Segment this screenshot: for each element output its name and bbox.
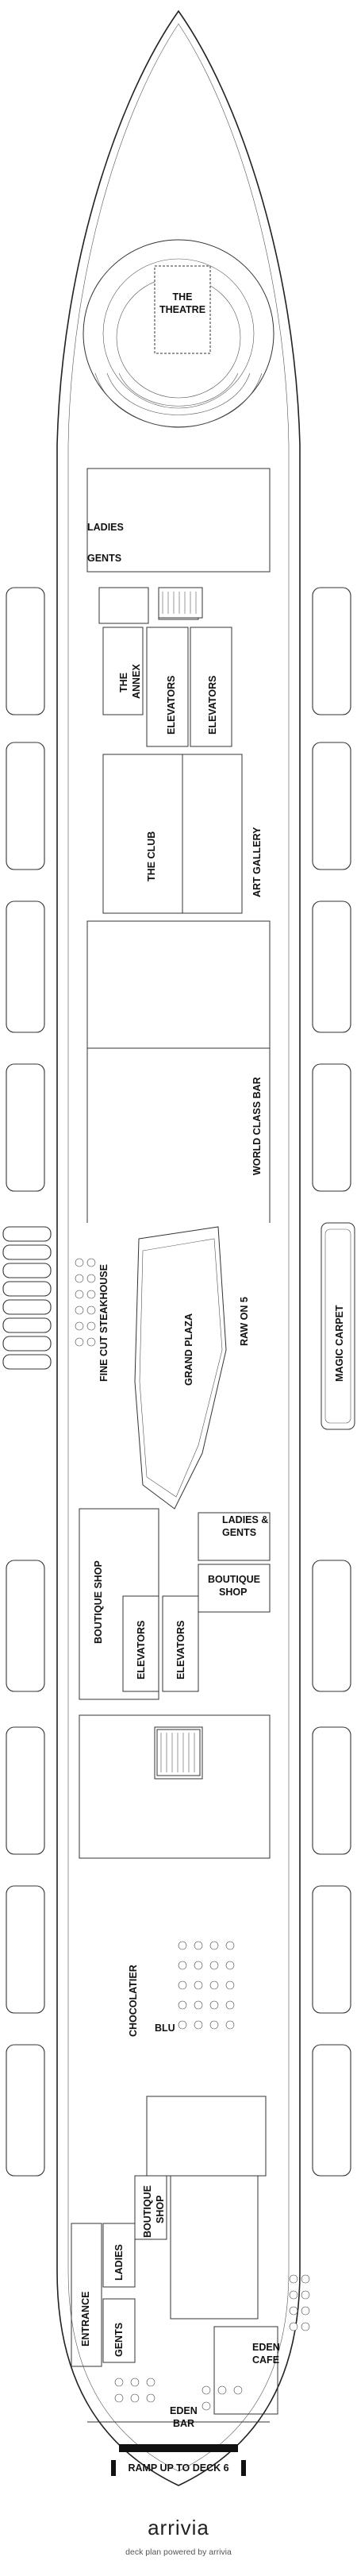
label-eden-bar-1: EDEN [170, 2405, 198, 2416]
theatre-area[interactable] [83, 239, 274, 428]
label-ramp: RAMP UP TO DECK 6 [128, 2462, 228, 2474]
label-the-annex-2: ANNEX [131, 664, 142, 699]
label-raw-on-5: RAW ON 5 [239, 1297, 250, 1346]
lifeboats-port [6, 587, 45, 2177]
label-magic-carpet[interactable]: MAGIC CARPET [334, 1305, 345, 1382]
seating-eden-cafe [289, 2274, 310, 2331]
ramp-marker [119, 2444, 238, 2452]
label-the-theatre-2: THEATRE [159, 304, 205, 315]
label-elevators-mid-2: ELEVATORS [175, 1621, 186, 1679]
label-fine-cut-steakhouse: FINE CUT STEAKHOUSE [98, 1264, 109, 1382]
seating-fine-cut [75, 1258, 96, 1347]
label-ladies-aft: LADIES [113, 2244, 125, 2281]
label-the-annex-1: THE [118, 673, 129, 692]
label-gents-fwd: GENTS [87, 553, 121, 564]
label-blu: BLU [155, 2023, 175, 2034]
aft-structure [71, 2096, 278, 2423]
label-boutique-shop-mid-2b: SHOP [219, 1587, 247, 1598]
seating-blu [178, 1941, 235, 2030]
label-elevators-fwd-1: ELEVATORS [166, 676, 177, 735]
inner-hull-line [67, 23, 290, 2472]
label-boutique-shop-aft-1: BOUTIQUE [142, 2185, 153, 2238]
label-eden-bar-2: BAR [173, 2418, 194, 2429]
stairs-mid [156, 1729, 201, 1776]
label-grand-plaza: GRAND PLAZA [183, 1313, 194, 1386]
seating-eden-aft [114, 2377, 243, 2411]
label-gents-aft: GENTS [113, 2323, 125, 2357]
label-boutique-shop-mid-2a: BOUTIQUE [208, 1574, 260, 1585]
label-chocolatier: CHOCOLATIER [128, 1965, 139, 2037]
label-art-gallery: ART GALLERY [251, 827, 263, 897]
label-ladies-gents-mid-1: LADIES & [222, 1514, 268, 1525]
label-ladies-fwd: LADIES [87, 522, 124, 533]
brand-tagline: deck plan powered by arrivia [125, 2547, 232, 2557]
grand-plaza-area[interactable] [134, 1226, 227, 1510]
label-world-class-bar: WORLD CLASS BAR [251, 1077, 263, 1175]
footer: arrivia deck plan powered by arrivia [0, 2516, 357, 2571]
label-entrance: ENTRANCE [80, 2292, 91, 2347]
brand-logo: arrivia [148, 2516, 209, 2539]
label-elevators-mid-1: ELEVATORS [136, 1621, 147, 1679]
deck-plan-map: THE THEATRE LADIES GENTS THE ANNEX ELEVA… [2, 10, 355, 2486]
stairs-fwd [158, 587, 203, 619]
label-the-theatre-1: THE [173, 291, 193, 303]
label-elevators-fwd-2: ELEVATORS [207, 676, 218, 735]
label-eden-cafe-2: CAFE [252, 2354, 279, 2366]
label-ladies-gents-mid-2: GENTS [222, 1527, 256, 1538]
label-the-club: THE CLUB [146, 831, 157, 881]
ship-hull [56, 10, 301, 2486]
tender-boats-port [2, 1226, 52, 1370]
label-boutique-shop-aft-2: SHOP [155, 2196, 166, 2223]
label-eden-cafe-1: EDEN [252, 2342, 280, 2353]
magic-carpet-platform[interactable] [321, 1222, 355, 1430]
label-boutique-shop-mid-1: BOUTIQUE SHOP [93, 1560, 104, 1644]
lifeboats-starboard [312, 587, 351, 2177]
